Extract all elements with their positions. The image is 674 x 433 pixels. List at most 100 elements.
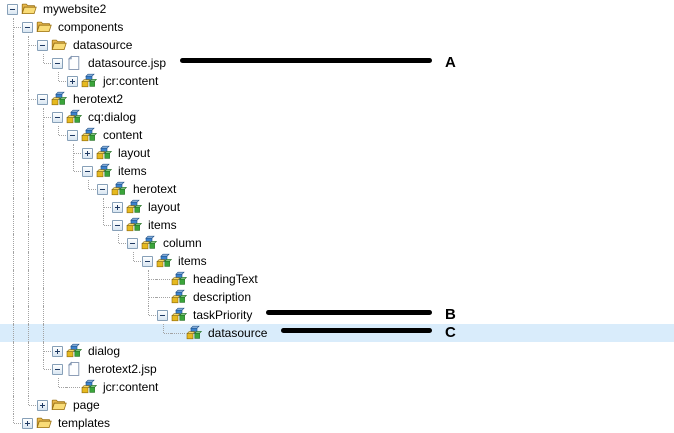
tree-expander-slot xyxy=(21,414,36,432)
tree-guide-line xyxy=(111,288,126,306)
collapse-minus-icon[interactable] xyxy=(112,220,123,231)
tree-guide-line xyxy=(6,306,21,324)
folder-icon xyxy=(36,19,52,35)
tree-guide-line xyxy=(36,324,51,342)
tree-node-content[interactable]: content xyxy=(0,126,674,144)
tree-node-label: components xyxy=(58,20,124,34)
collapse-minus-icon[interactable] xyxy=(142,256,153,267)
tree-node-label: description xyxy=(193,290,252,304)
expand-plus-icon[interactable] xyxy=(22,418,33,429)
expand-plus-icon[interactable] xyxy=(67,76,78,87)
tree-elbow-line xyxy=(141,288,156,306)
tree-guide-line xyxy=(6,126,21,144)
tree-expander-slot xyxy=(36,36,51,54)
tree-guide-line xyxy=(171,324,186,342)
tree-guide-line xyxy=(36,216,51,234)
node-icon xyxy=(126,217,142,233)
tree-elbow-line xyxy=(36,54,51,72)
tree-guide-line xyxy=(96,306,111,324)
tree-node-column[interactable]: column xyxy=(0,234,674,252)
collapse-minus-icon[interactable] xyxy=(52,364,63,375)
tree-guide-line xyxy=(156,270,171,288)
tree-node-cq-dialog[interactable]: cq:dialog xyxy=(0,108,674,126)
tree-node-herotext[interactable]: herotext xyxy=(0,180,674,198)
collapse-minus-icon[interactable] xyxy=(37,40,48,51)
tree-guide-line xyxy=(6,162,21,180)
tree-node-headingtext[interactable]: headingText xyxy=(0,270,674,288)
tree-node-templates[interactable]: templates xyxy=(0,414,674,432)
tree-guide-line xyxy=(6,270,21,288)
tree-node-herotext2-jsp[interactable]: herotext2.jsp xyxy=(0,360,674,378)
collapse-minus-icon[interactable] xyxy=(127,238,138,249)
tree-node-items[interactable]: items xyxy=(0,216,674,234)
tree-guide-line xyxy=(36,162,51,180)
tree-guide-line xyxy=(66,378,81,396)
tree-guide-line xyxy=(66,324,81,342)
collapse-minus-icon[interactable] xyxy=(52,58,63,69)
tree-expander-slot xyxy=(126,234,141,252)
tree-guide-line xyxy=(66,180,81,198)
tree-guide-line xyxy=(21,216,36,234)
collapse-minus-icon[interactable] xyxy=(37,94,48,105)
collapse-minus-icon[interactable] xyxy=(7,4,18,15)
tree-guide-line xyxy=(111,324,126,342)
tree-guide-line xyxy=(6,252,21,270)
tree-guide-line xyxy=(21,198,36,216)
tree-guide-line xyxy=(96,234,111,252)
tree-node-items[interactable]: items xyxy=(0,162,674,180)
node-icon xyxy=(111,181,127,197)
tree-guide-line xyxy=(21,324,36,342)
tree-node-dialog[interactable]: dialog xyxy=(0,342,674,360)
annotation-label-a: A xyxy=(445,54,456,71)
expand-plus-icon[interactable] xyxy=(37,400,48,411)
tree-guide-line xyxy=(126,324,141,342)
tree-node-datasource-jsp[interactable]: datasource.jsp A xyxy=(0,54,674,72)
tree-node-layout[interactable]: layout xyxy=(0,198,674,216)
tree-node-items[interactable]: items xyxy=(0,252,674,270)
tree-node-jcr-content[interactable]: jcr:content xyxy=(0,72,674,90)
tree-node-page[interactable]: page xyxy=(0,396,674,414)
tree-node-label: mywebsite2 xyxy=(43,2,107,16)
tree-guide-line xyxy=(66,306,81,324)
node-icon xyxy=(81,127,97,143)
tree-guide-line xyxy=(51,324,66,342)
tree-guide-line xyxy=(6,396,21,414)
collapse-minus-icon[interactable] xyxy=(67,130,78,141)
tree-node-datasource[interactable]: datasource xyxy=(0,36,674,54)
tree-guide-line xyxy=(6,288,21,306)
collapse-minus-icon[interactable] xyxy=(82,166,93,177)
tree-node-label: datasource.jsp xyxy=(88,56,167,70)
expand-plus-icon[interactable] xyxy=(82,148,93,159)
tree-guide-line xyxy=(96,252,111,270)
collapse-minus-icon[interactable] xyxy=(97,184,108,195)
tree-guide-line xyxy=(21,342,36,360)
expand-plus-icon[interactable] xyxy=(52,346,63,357)
tree-node-mywebsite2[interactable]: mywebsite2 xyxy=(0,0,674,18)
tree-guide-line xyxy=(21,234,36,252)
tree-node-label: dialog xyxy=(88,344,121,358)
tree-guide-line xyxy=(6,378,21,396)
tree-node-jcr-content[interactable]: jcr:content xyxy=(0,378,674,396)
tree-node-components[interactable]: components xyxy=(0,18,674,36)
tree-node-description[interactable]: description xyxy=(0,288,674,306)
node-icon xyxy=(66,109,82,125)
tree-node-layout[interactable]: layout xyxy=(0,144,674,162)
expand-plus-icon[interactable] xyxy=(112,202,123,213)
collapse-minus-icon[interactable] xyxy=(22,22,33,33)
tree-guide-line xyxy=(21,252,36,270)
tree-node-herotext2[interactable]: herotext2 xyxy=(0,90,674,108)
tree-guide-line xyxy=(141,324,156,342)
tree-elbow-line xyxy=(51,126,66,144)
collapse-minus-icon[interactable] xyxy=(52,112,63,123)
collapse-minus-icon[interactable] xyxy=(157,310,168,321)
tree-guide-line xyxy=(66,252,81,270)
tree-guide-line xyxy=(6,144,21,162)
node-icon xyxy=(171,307,187,323)
tree-expander-slot xyxy=(156,306,171,324)
tree-node-label: herotext2 xyxy=(73,92,124,106)
tree-node-label: column xyxy=(163,236,202,250)
tree-guide-line xyxy=(6,90,21,108)
tree-elbow-line xyxy=(21,90,36,108)
